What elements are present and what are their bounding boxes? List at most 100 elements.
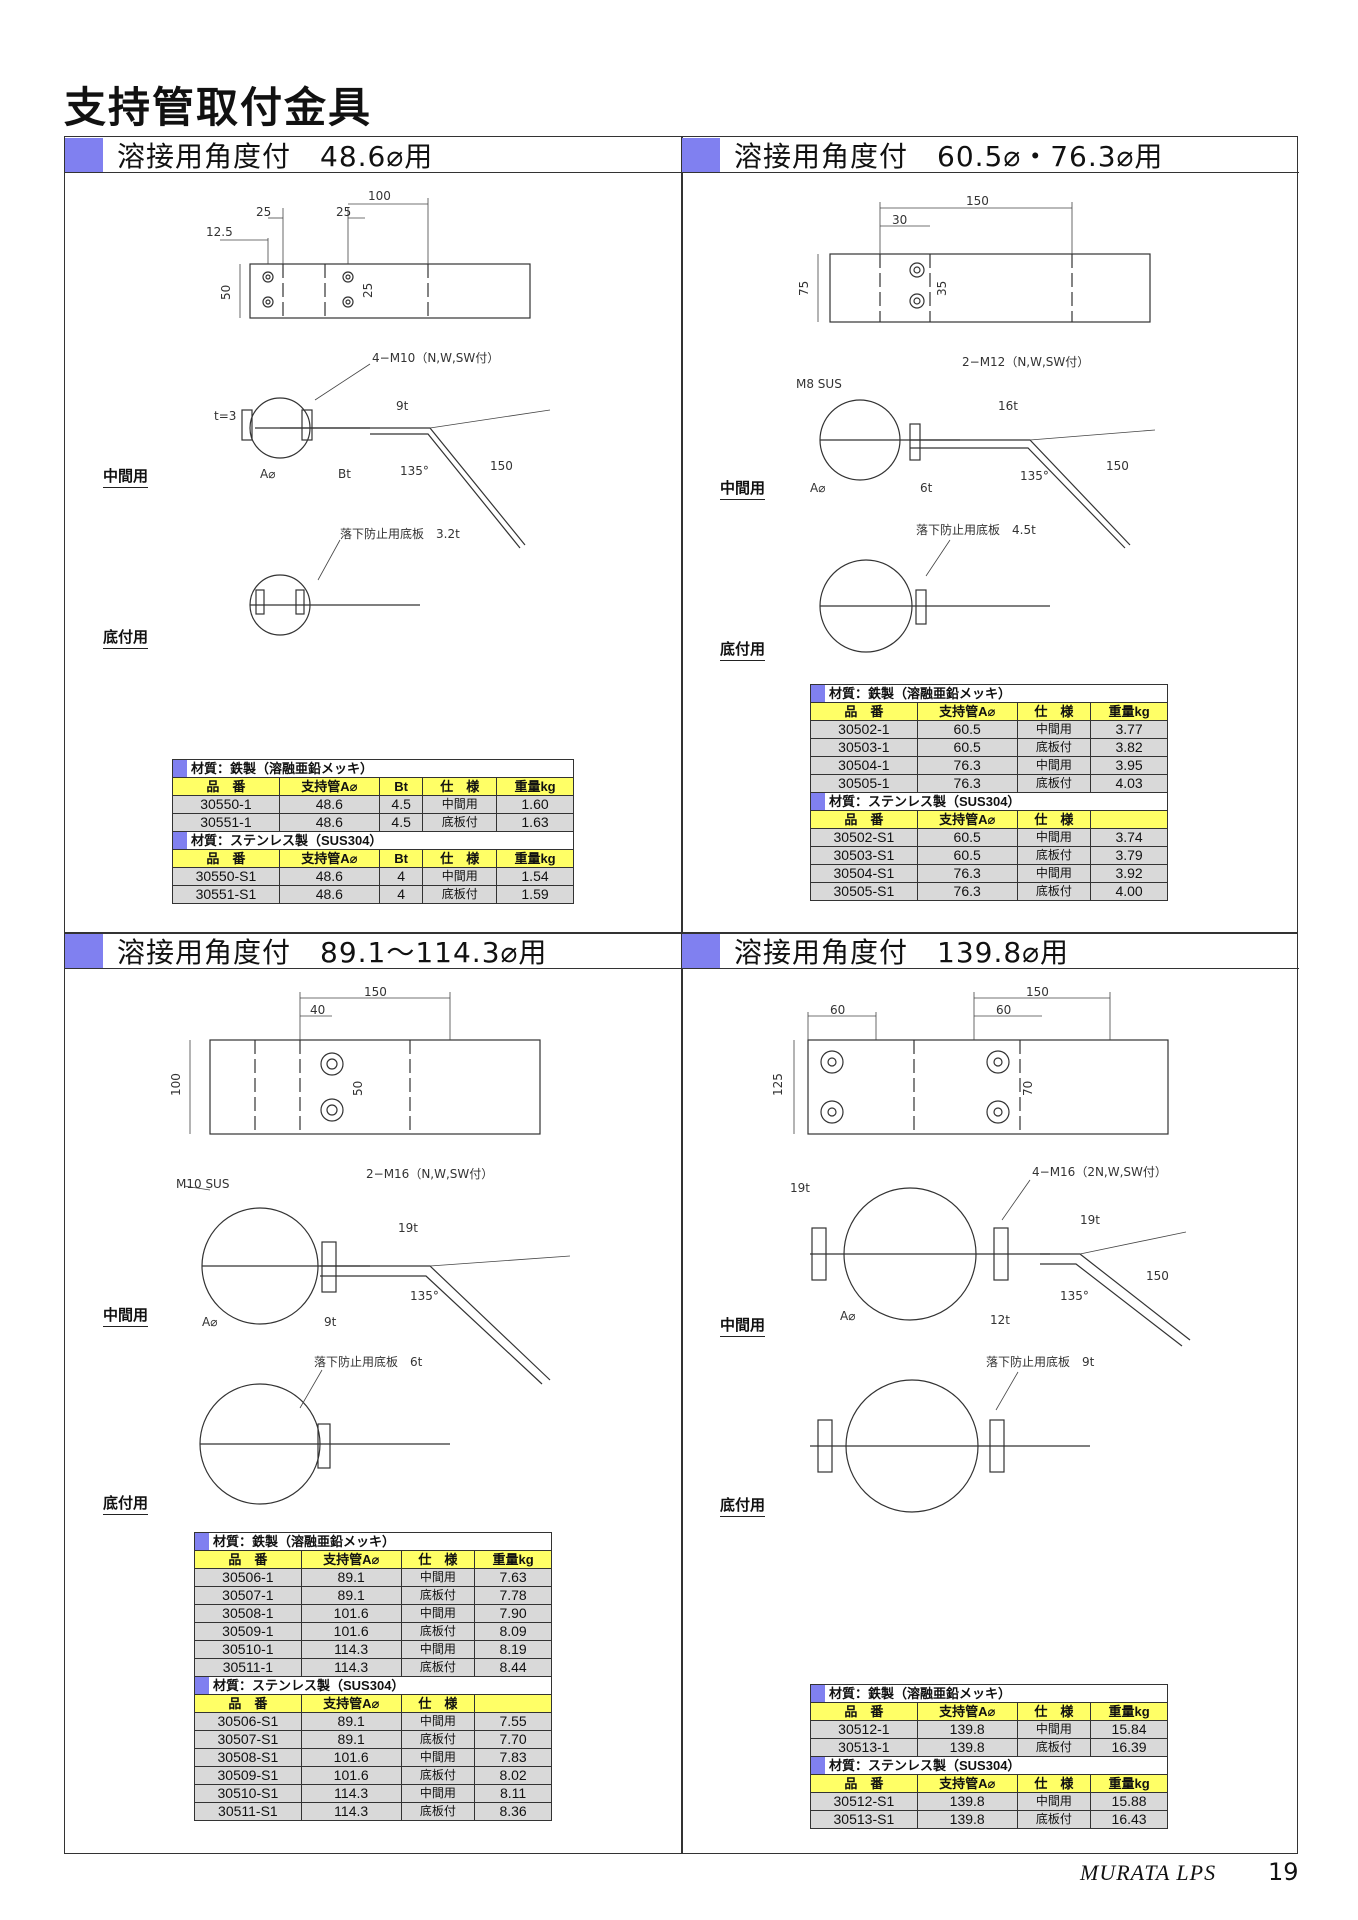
dim-text: 2−M16（N,W,SW付） bbox=[366, 1167, 493, 1181]
column-header: 重量kg bbox=[1090, 1702, 1168, 1721]
cell-spec: 底板付 bbox=[422, 813, 498, 832]
cell-weight: 3.77 bbox=[1090, 720, 1168, 739]
cell-weight: 3.82 bbox=[1090, 738, 1168, 757]
dim-text: 落下防止用底板 3.2t bbox=[340, 526, 460, 541]
cell-weight: 8.09 bbox=[474, 1622, 552, 1641]
cell-spec: 中間用 bbox=[400, 1640, 476, 1659]
dim-text: A⌀ bbox=[260, 467, 275, 481]
column-header: 品 番 bbox=[172, 849, 280, 868]
cell-spec: 底板付 bbox=[400, 1622, 476, 1641]
dim-text: 25 bbox=[361, 283, 375, 298]
material-cell: 材質：鉄製（溶融亜鉛メッキ） bbox=[810, 1684, 1168, 1703]
cell-part-no: 30512-1 bbox=[810, 1720, 918, 1739]
material-cell: 材質：ステンレス製（SUS304） bbox=[194, 1676, 552, 1695]
material-marker bbox=[811, 1757, 825, 1774]
cell-diameter: 48.6 bbox=[278, 813, 380, 832]
cell-spec: 中間用 bbox=[422, 795, 498, 814]
material-marker bbox=[811, 1685, 825, 1702]
cell-weight: 7.78 bbox=[474, 1586, 552, 1605]
cell-diameter: 48.6 bbox=[278, 795, 380, 814]
cell-weight: 1.54 bbox=[496, 867, 574, 886]
dim-text: 12.5 bbox=[206, 225, 233, 239]
cell-spec: 中間用 bbox=[1016, 1720, 1092, 1739]
section-header-2: 溶接用角度付 60.5⌀・76.3⌀用 bbox=[682, 137, 1299, 173]
cell-diameter: 89.1 bbox=[300, 1730, 402, 1749]
top-view-drawing-2: 150 30 75 35 bbox=[797, 194, 1151, 323]
label-bottom-mount: 底付用 bbox=[103, 1492, 149, 1515]
cell-part-no: 30551-1 bbox=[172, 813, 280, 832]
material-label: 材質：ステンレス製（SUS304） bbox=[829, 1758, 1021, 1773]
cell-spec: 中間用 bbox=[1016, 828, 1092, 847]
dim-text: 4−M16（2N,W,SW付） bbox=[1032, 1165, 1167, 1179]
cell-part-no: 30513-S1 bbox=[810, 1810, 918, 1829]
dim-text: 落下防止用底板 4.5t bbox=[916, 522, 1036, 537]
cell-diameter: 101.6 bbox=[300, 1604, 402, 1623]
cell-weight: 16.39 bbox=[1090, 1738, 1168, 1757]
cell-spec: 底板付 bbox=[1016, 774, 1092, 793]
cell-spec: 中間用 bbox=[400, 1748, 476, 1767]
cell-spec: 底板付 bbox=[1016, 846, 1092, 865]
label-bottom-mount: 底付用 bbox=[720, 1494, 766, 1517]
dim-text: 60 bbox=[996, 1003, 1011, 1017]
dim-text: 40 bbox=[310, 1003, 325, 1017]
cell-diameter: 114.3 bbox=[300, 1658, 402, 1677]
dim-text: 135° bbox=[410, 1289, 439, 1303]
column-header: 支持管A⌀ bbox=[916, 702, 1018, 721]
mid-view-drawing-3: M10 SUS 2−M16（N,W,SW付） 19t A⌀ 9t 135° bbox=[176, 1167, 571, 1385]
cell-part-no: 30510-S1 bbox=[194, 1784, 302, 1803]
column-header: 品 番 bbox=[810, 702, 918, 721]
column-header: 仕 様 bbox=[422, 849, 498, 868]
material-cell: 材質：ステンレス製（SUS304） bbox=[810, 1756, 1168, 1775]
cell-diameter: 114.3 bbox=[300, 1640, 402, 1659]
bottom-view-drawing-2: 落下防止用底板 4.5t bbox=[819, 522, 1050, 653]
cell-part-no: 30507-1 bbox=[194, 1586, 302, 1605]
label-intermediate: 中間用 bbox=[103, 1304, 149, 1327]
column-header bbox=[1090, 810, 1168, 829]
material-label: 材質：鉄製（溶融亜鉛メッキ） bbox=[191, 761, 374, 776]
cell-weight: 4.00 bbox=[1090, 882, 1168, 901]
cell-diameter: 139.8 bbox=[916, 1738, 1018, 1757]
column-header: 重量kg bbox=[496, 777, 574, 796]
column-header: 仕 様 bbox=[422, 777, 498, 796]
column-header: 品 番 bbox=[810, 810, 918, 829]
cell-spec: 中間用 bbox=[1016, 1792, 1092, 1811]
section-header-3: 溶接用角度付 89.1〜114.3⌀用 bbox=[65, 933, 681, 969]
material-cell: 材質：ステンレス製（SUS304） bbox=[172, 831, 574, 850]
material-cell: 材質：鉄製（溶融亜鉛メッキ） bbox=[172, 759, 574, 778]
dim-text: 150 bbox=[1106, 459, 1129, 473]
column-header: 支持管A⌀ bbox=[300, 1550, 402, 1569]
cell-bt: 4 bbox=[378, 885, 424, 904]
cell-weight: 1.63 bbox=[496, 813, 574, 832]
cell-weight: 8.44 bbox=[474, 1658, 552, 1677]
dim-text: 16t bbox=[998, 399, 1018, 413]
cell-part-no: 30503-1 bbox=[810, 738, 918, 757]
bottom-view-drawing-3: 落下防止用底板 6t bbox=[199, 1354, 450, 1505]
cell-diameter: 101.6 bbox=[300, 1622, 402, 1641]
dim-text: 19t bbox=[398, 1221, 418, 1235]
column-header: 支持管A⌀ bbox=[916, 1702, 1018, 1721]
cell-diameter: 89.1 bbox=[300, 1586, 402, 1605]
cell-diameter: 101.6 bbox=[300, 1766, 402, 1785]
cell-spec: 底板付 bbox=[1016, 1738, 1092, 1757]
dim-text: 2−M12（N,W,SW付） bbox=[962, 355, 1089, 369]
section-header-1: 溶接用角度付 48.6⌀用 bbox=[65, 137, 681, 173]
dim-text: 100 bbox=[368, 189, 391, 203]
cell-weight: 8.02 bbox=[474, 1766, 552, 1785]
material-marker bbox=[195, 1533, 209, 1550]
dim-text: 60 bbox=[830, 1003, 845, 1017]
column-header: 支持管A⌀ bbox=[916, 1774, 1018, 1793]
dim-text: 150 bbox=[1026, 985, 1049, 999]
cell-spec: 中間用 bbox=[1016, 756, 1092, 775]
material-cell: 材質：鉄製（溶融亜鉛メッキ） bbox=[810, 684, 1168, 703]
column-header: 重量kg bbox=[1090, 702, 1168, 721]
cell-part-no: 30509-S1 bbox=[194, 1766, 302, 1785]
cell-spec: 中間用 bbox=[400, 1712, 476, 1731]
cell-diameter: 114.3 bbox=[300, 1784, 402, 1803]
cell-diameter: 139.8 bbox=[916, 1792, 1018, 1811]
